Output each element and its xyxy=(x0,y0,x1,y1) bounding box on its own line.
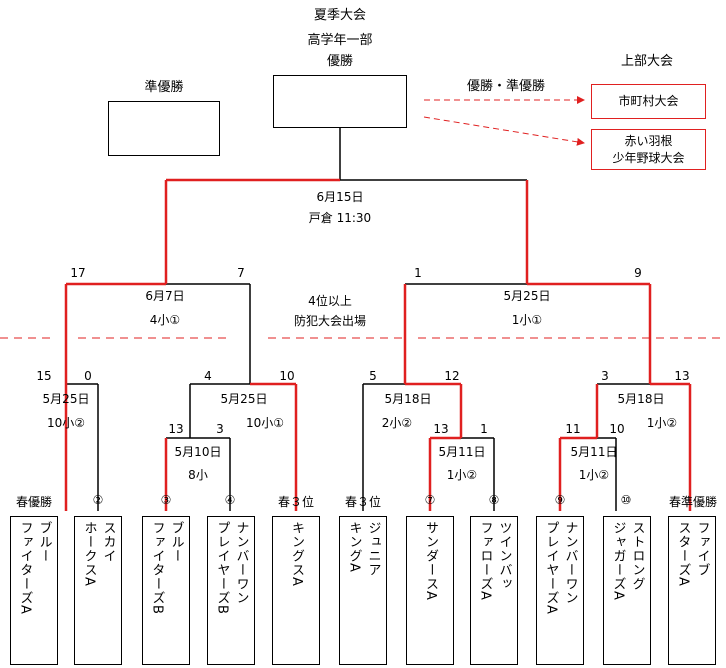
f1-score-right: 3 xyxy=(216,422,224,436)
f1-venue: 8小 xyxy=(188,468,208,482)
team-box-11: ファイブ スターズA xyxy=(668,516,716,665)
arrow-label: 優勝・準優勝 xyxy=(466,79,546,94)
team-box-6: ジュニア キングA xyxy=(339,516,387,665)
team-name-3b: ファイターズB xyxy=(149,521,165,615)
team-name-1b: ファイターズA xyxy=(17,521,33,615)
f2-score-right: 1 xyxy=(480,422,488,436)
team-box-1: ブルー ファイターズA xyxy=(10,516,58,665)
semi-left-venue: 4小① xyxy=(149,313,181,327)
semi-left-score-right: 7 xyxy=(237,266,245,280)
team-box-5: キングスA xyxy=(272,516,320,665)
f2-date: 5月11日 xyxy=(438,445,486,459)
q3-score-left: 5 xyxy=(369,369,377,383)
f1-score-left: 13 xyxy=(168,422,184,436)
final-date: 6月15日 xyxy=(316,190,364,204)
team-name-10b: ジャガーズA xyxy=(610,521,626,601)
q1-score-right: 0 xyxy=(84,369,92,383)
middle-note-line2: 防犯大会出場 xyxy=(293,314,367,328)
team-label-11: 春準優勝 xyxy=(668,495,718,509)
q1-venue: 10小② xyxy=(46,416,86,430)
semi-left-score-left: 17 xyxy=(70,266,86,280)
f2-venue: 1小② xyxy=(446,468,478,482)
team-label-7: ⑦ xyxy=(424,493,436,507)
q3-score-right: 12 xyxy=(444,369,460,383)
f2-score-left: 13 xyxy=(433,422,449,436)
q3-date: 5月18日 xyxy=(384,392,432,406)
team-box-2: スカイ ホークスA xyxy=(74,516,122,665)
q4-venue: 1小② xyxy=(646,416,678,430)
team-box-10: ストロング ジャガーズA xyxy=(603,516,651,665)
q2-score-right: 10 xyxy=(279,369,295,383)
team-name-5a: キングスA xyxy=(289,521,304,587)
tournament2-box: 赤い羽根 少年野球大会 xyxy=(591,129,706,170)
team-name-10a: ストロング xyxy=(629,521,645,591)
runner-up-box xyxy=(108,101,220,156)
q3-venue: 2小② xyxy=(381,416,413,430)
team-name-6a: ジュニア xyxy=(365,521,381,577)
team-label-10: ⑩ xyxy=(620,493,632,507)
q1-score-left: 15 xyxy=(36,369,52,383)
team-name-11a: ファイブ xyxy=(694,521,710,577)
team-name-11b: スターズA xyxy=(675,521,691,587)
team-name-4b: プレイヤーズB xyxy=(214,521,230,615)
team-label-4: ④ xyxy=(224,493,236,507)
f3-score-right: 10 xyxy=(609,422,625,436)
team-name-9a: ナンバーワン xyxy=(562,521,578,605)
team-box-8: ツインバッ ファローズA xyxy=(470,516,518,665)
team-label-1: 春優勝 xyxy=(15,495,53,509)
tournament2-line2: 少年野球大会 xyxy=(612,150,685,165)
f3-date: 5月11日 xyxy=(570,445,618,459)
q4-date: 5月18日 xyxy=(617,392,665,406)
team-box-9: ナンバーワン プレイヤーズA xyxy=(536,516,584,665)
tournament2-line1: 赤い羽根 xyxy=(624,133,673,148)
team-name-7a: サンダースA xyxy=(423,521,438,601)
team-name-2a: スカイ xyxy=(100,521,116,563)
team-label-3: ③ xyxy=(160,493,172,507)
team-label-8: ⑧ xyxy=(488,493,500,507)
team-label-2: ② xyxy=(92,493,104,507)
f3-venue: 1小② xyxy=(578,468,610,482)
team-box-7: サンダースA xyxy=(406,516,454,665)
runner-up-label: 準優勝 xyxy=(144,80,184,95)
q2-date: 5月25日 xyxy=(220,392,268,406)
f3-score-left: 11 xyxy=(565,422,581,436)
team-name-8a: ツインバッ xyxy=(496,521,512,591)
semi-right-score-right: 9 xyxy=(634,266,642,280)
q2-score-left: 4 xyxy=(204,369,212,383)
q2-venue: 10小① xyxy=(245,416,285,430)
team-label-9: ⑨ xyxy=(554,493,566,507)
header-line2: 高学年一部 xyxy=(307,33,373,48)
semi-right-score-left: 1 xyxy=(414,266,422,280)
q4-score-left: 3 xyxy=(601,369,609,383)
semi-left-date: 6月7日 xyxy=(145,289,185,303)
team-box-4: ナンバーワン プレイヤーズB xyxy=(207,516,255,665)
header-line3: 優勝 xyxy=(326,54,354,69)
upper-title: 上部大会 xyxy=(620,54,674,69)
team-label-5: 春３位 xyxy=(277,495,315,509)
q4-score-right: 13 xyxy=(674,369,690,383)
team-name-1a: ブルー xyxy=(36,521,52,563)
team-name-4a: ナンバーワン xyxy=(233,521,249,605)
middle-note-line1: 4位以上 xyxy=(308,294,352,308)
tournament1-box: 市町村大会 xyxy=(591,84,706,119)
team-name-6b: キングA xyxy=(346,521,362,573)
team-name-3a: ブルー xyxy=(168,521,184,563)
team-name-8b: ファローズA xyxy=(477,521,493,601)
f1-date: 5月10日 xyxy=(174,445,222,459)
tournament1-name: 市町村大会 xyxy=(618,94,679,108)
team-box-3: ブルー ファイターズB xyxy=(142,516,190,665)
champion-box xyxy=(273,75,407,128)
arrow-to-tournament2 xyxy=(423,116,585,146)
team-label-6: 春３位 xyxy=(344,495,382,509)
team-name-9b: プレイヤーズA xyxy=(543,521,559,615)
semi-right-date: 5月25日 xyxy=(503,289,551,303)
final-venue: 戸倉 11:30 xyxy=(308,211,372,225)
q1-date: 5月25日 xyxy=(42,392,90,406)
header-line1: 夏季大会 xyxy=(313,8,367,23)
team-name-2b: ホークスA xyxy=(81,521,97,587)
semi-right-venue: 1小① xyxy=(511,313,543,327)
